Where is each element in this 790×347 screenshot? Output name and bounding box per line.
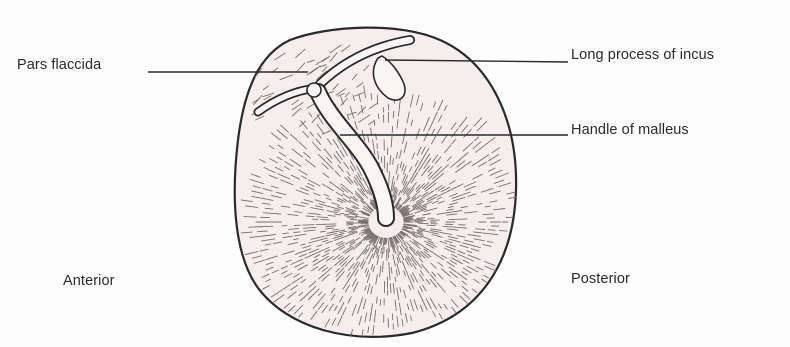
hatch-stroke xyxy=(306,216,314,217)
hatch-stroke xyxy=(384,238,385,244)
label-posterior: Posterior xyxy=(571,271,630,287)
hatch-stroke xyxy=(377,144,378,149)
label-handle-of-malleus: Handle of malleus xyxy=(571,122,689,138)
hatch-stroke xyxy=(427,225,436,226)
hatch-stroke xyxy=(249,227,263,228)
hatch-stroke xyxy=(389,247,390,252)
label-pars-flaccida: Pars flaccida xyxy=(17,57,101,73)
hatch-stroke xyxy=(500,231,507,232)
hatch-stroke xyxy=(392,127,393,133)
hatch-stroke xyxy=(244,217,256,218)
hatch-stroke xyxy=(363,219,368,220)
hatch-stroke xyxy=(263,213,270,214)
hatch-stroke xyxy=(361,223,368,224)
short-process xyxy=(307,83,321,97)
hatch-stroke xyxy=(488,230,495,231)
hatch-stroke xyxy=(388,249,389,258)
label-long-process-of-incus: Long process of incus xyxy=(571,47,714,63)
label-anterior: Anterior xyxy=(63,273,115,289)
hatch-stroke xyxy=(283,233,289,234)
hatch-stroke xyxy=(347,225,353,226)
hatch-stroke xyxy=(377,96,378,104)
hatch-stroke xyxy=(350,219,357,220)
